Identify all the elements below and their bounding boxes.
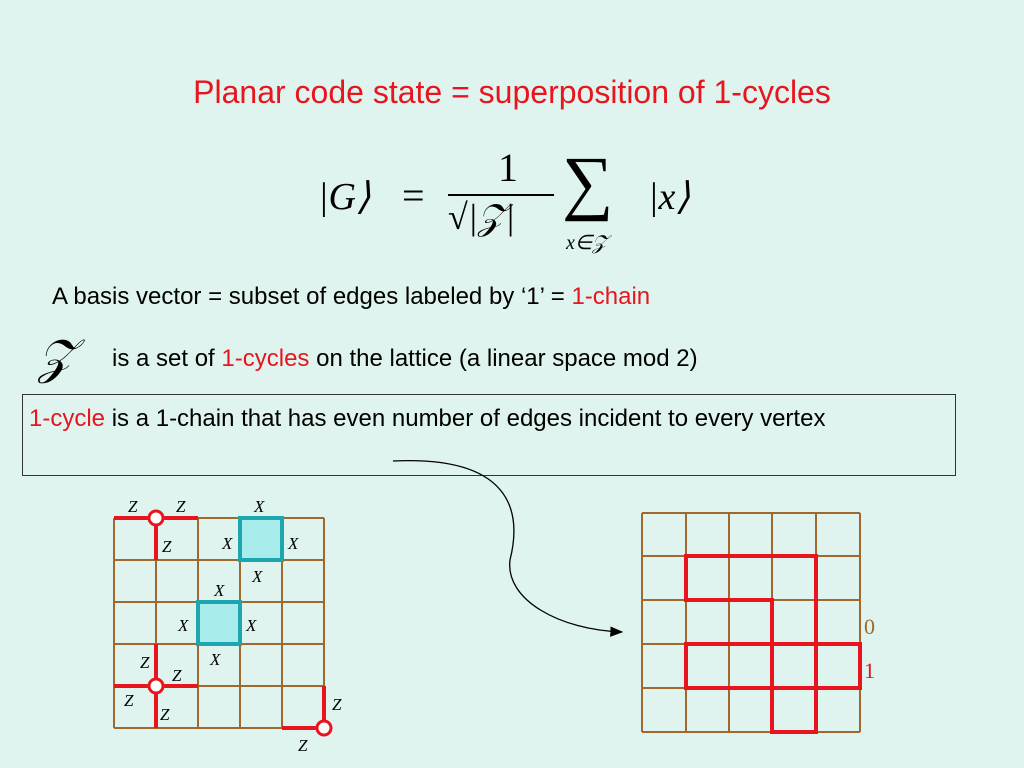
vertex-bottom-left [147,677,165,695]
definition-text: is a 1-chain that has even number of edg… [105,405,826,432]
cycle-set-line: is a set of 1-cycles on the lattice (a l… [112,345,698,373]
basis-vector-highlight: 1-chain [571,283,651,310]
z-label: Z [176,497,186,516]
formula-lhs: |G⟩ [318,176,371,218]
state-formula: |G⟩ = 1 √|𝒵| ∑ x∈𝒵 |x⟩ [318,138,718,268]
x-label: X [177,616,189,635]
right-lattice [641,512,861,733]
basis-vector-text: A basis vector = subset of edges labeled… [52,283,572,310]
one-cycle [684,554,862,734]
formula-term: |x⟩ [648,176,691,218]
x-label: X [253,497,265,516]
formula-numerator: 1 [498,145,518,190]
x-label: X [221,534,233,553]
z-label: Z [332,695,342,714]
cycle-set-highlight: 1-cycles [221,345,310,372]
definition-box: 1-cycle is a 1-chain that has even numbe… [22,394,956,476]
z-label: Z [124,691,134,710]
vertex-corner [315,719,333,737]
z-label: Z [172,666,182,685]
fraction-bar [448,194,554,196]
z-label: Z [140,653,150,672]
label-zero: 0 [864,614,875,639]
cycle-set-symbol: 𝒵 [38,331,75,384]
sum-index: x∈𝒵 [566,232,608,254]
sum-symbol: ∑ [562,142,614,222]
z-label: Z [298,736,308,755]
label-one: 1 [864,658,875,683]
formula-denominator: √|𝒵| [448,197,515,237]
x-label: X [287,534,299,553]
x-label: X [251,567,263,586]
definition-highlight: 1-cycle [29,405,106,432]
cycle-set-text-after: on the lattice (a linear space mod 2) [309,345,698,372]
curved-arrow [392,460,624,637]
cycle-set-text-before: is a set of [112,345,222,372]
z-label: Z [160,705,170,724]
vertex-top [147,509,165,527]
x-label: X [209,650,221,669]
basis-vector-line: A basis vector = subset of edges labeled… [52,283,650,311]
x-label: X [245,616,257,635]
x-label: X [213,581,225,600]
plaquette-top [238,516,284,562]
slide-title: Planar code state = superposition of 1-c… [193,74,831,110]
formula-equals: = [402,173,425,218]
z-label: Z [162,537,172,556]
plaquette-middle [196,600,242,646]
z-label: Z [128,497,138,516]
